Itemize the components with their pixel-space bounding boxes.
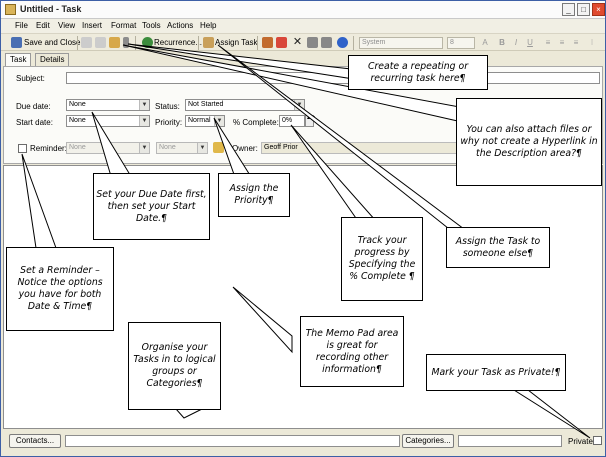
menu-edit[interactable]: Edit [36,21,50,30]
menu-actions[interactable]: Actions [167,21,194,30]
minimize-button[interactable]: _ [562,3,575,16]
window-title: Untitled - Task [20,4,82,14]
paperclip-icon[interactable] [123,37,129,48]
start-date-select[interactable]: None ▼ [66,115,150,127]
percent-complete-input[interactable]: 0% [279,115,305,127]
assign-task-button[interactable]: Assign Task [215,38,258,47]
percent-spinner-icon[interactable]: ▲▼ [305,115,316,127]
standard-toolbar: Save and Close Recurrence... Assign Task… [1,33,605,51]
chevron-down-icon[interactable]: ▼ [294,100,304,110]
toolbar-separator [257,36,258,50]
toolbar-separator [353,36,354,50]
menu-format[interactable]: Format [111,21,137,30]
start-date-label: Start date: [16,118,53,127]
callout-due-date: Set your Due Date first, then set your S… [93,173,210,240]
mark-complete-icon[interactable] [262,37,273,48]
private-label: Private [568,437,593,446]
next-item-icon[interactable] [321,37,332,48]
menu-file[interactable]: File [15,21,28,30]
maximize-button[interactable]: □ [577,3,590,16]
status-value: Not Started [188,101,224,108]
font-combo[interactable]: System [359,37,443,49]
save-icon [11,37,22,48]
status-select[interactable]: Not Started ▼ [185,99,305,111]
priority-value: Normal [188,117,211,124]
recurrence-icon [142,37,153,48]
callout-attach: You can also attach files or why not cre… [456,98,602,186]
toolbar-separator [77,36,78,50]
reminder-date-value: None [69,144,86,151]
callout-private: Mark your Task as Private!¶ [426,354,566,391]
chevron-down-icon[interactable]: ▼ [197,143,207,153]
callout-progress: Track your progress by Specifying the % … [341,217,423,301]
close-button[interactable]: × [592,3,605,16]
subject-label: Subject: [16,74,45,83]
reminder-date-select[interactable]: None ▼ [66,142,150,154]
owner-label: Owner: [232,144,258,153]
menu-tools[interactable]: Tools [142,21,161,30]
callout-categories: Organise your Tasks in to logical groups… [128,322,221,410]
due-date-label: Due date: [16,102,51,111]
due-date-value: None [69,101,86,108]
due-date-select[interactable]: None ▼ [66,99,150,111]
tab-strip: Task Details [1,52,605,67]
cut-icon[interactable] [81,37,92,48]
chevron-down-icon[interactable]: ▼ [139,100,149,110]
save-close-button[interactable]: Save and Close [24,38,81,47]
tab-details[interactable]: Details [35,53,70,66]
callout-memo: The Memo Pad area is great for recording… [300,316,404,387]
contacts-input[interactable] [65,435,400,447]
bullets-button[interactable]: ⁝ [590,38,594,47]
toolbar-separator [198,36,199,50]
bottom-bar: Contacts... Categories... Private [1,431,605,456]
speaker-icon[interactable] [213,142,224,153]
categories-input[interactable] [458,435,562,447]
status-label: Status: [155,102,180,111]
chevron-down-icon[interactable]: ▼ [139,143,149,153]
recurrence-button[interactable]: Recurrence... [154,38,203,47]
reminder-time-value: None [159,144,176,151]
reminder-checkbox[interactable] [18,144,27,153]
italic-button[interactable]: I [514,38,518,47]
percent-complete-label: % Complete: [233,118,279,127]
underline-button[interactable]: U [527,38,533,47]
help-icon[interactable] [337,37,348,48]
menu-bar: File Edit View Insert Format Tools Actio… [1,19,605,33]
contacts-button[interactable]: Contacts... [9,434,61,448]
chevron-down-icon[interactable]: ▼ [139,116,149,126]
callout-recurring: Create a repeating or recurring task her… [348,55,488,90]
align-center-button[interactable]: ≡ [559,38,565,47]
title-bar: Untitled - Task _ □ × [1,1,605,19]
assign-task-icon [203,37,214,48]
toolbar-separator [135,36,136,50]
private-checkbox[interactable] [593,436,602,445]
task-app-icon [5,4,16,15]
callout-priority: Assign the Priority¶ [218,173,290,217]
callout-assign: Assign the Task to someone else¶ [446,227,550,268]
menu-insert[interactable]: Insert [82,21,103,30]
delete-icon[interactable]: ✕ [292,36,303,48]
flag-icon[interactable] [276,37,287,48]
reminder-time-select[interactable]: None ▼ [156,142,208,154]
start-date-value: None [69,117,86,124]
tab-task[interactable]: Task [5,53,32,67]
subject-input[interactable] [66,72,600,84]
callout-reminder: Set a Reminder – Notice the options you … [6,247,114,331]
chevron-down-icon[interactable]: ▼ [214,116,224,126]
paste-icon[interactable] [109,37,120,48]
priority-label: Priority: [155,118,183,127]
copy-icon[interactable] [95,37,106,48]
menu-help[interactable]: Help [200,21,217,30]
bold-button[interactable]: B [499,38,505,47]
reminder-label: Reminder: [30,144,67,153]
font-color-button[interactable]: A [482,38,488,47]
categories-button[interactable]: Categories... [402,434,454,448]
font-size-combo[interactable]: 8 [447,37,475,49]
menu-view[interactable]: View [58,21,76,30]
align-right-button[interactable]: ≡ [573,38,579,47]
priority-select[interactable]: Normal▼ [185,115,225,127]
align-left-button[interactable]: ≡ [545,38,551,47]
previous-item-icon[interactable] [307,37,318,48]
